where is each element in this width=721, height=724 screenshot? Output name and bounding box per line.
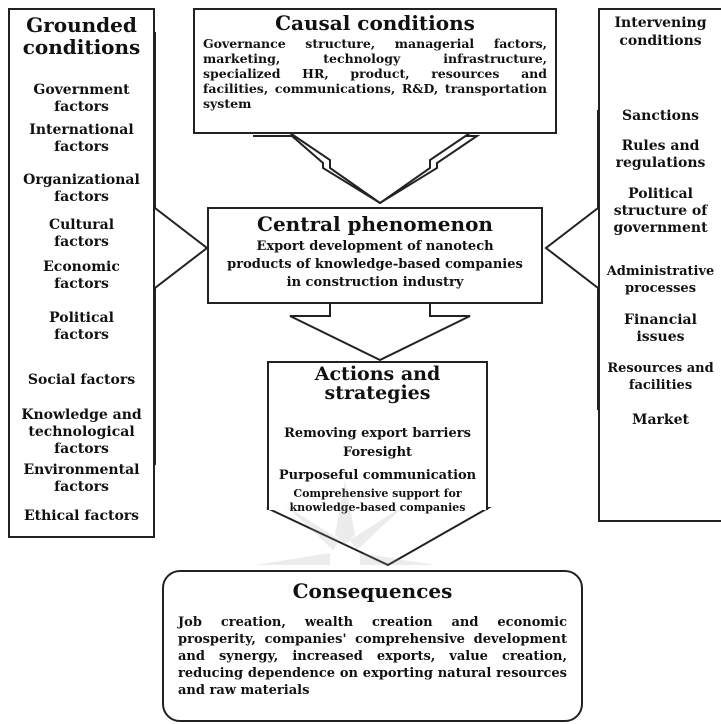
intervening-item: Rules and regulations	[615, 138, 706, 171]
causal-text: Governance structure, managerial factors…	[203, 36, 547, 111]
actions-item: Purposeful communication	[278, 468, 477, 483]
grounded-item: Political factors	[49, 310, 114, 343]
actions-strategies-box: Actions and strategies Removing export b…	[267, 361, 488, 514]
grounded-item: Environmental factors	[23, 462, 140, 495]
central-title: Central phenomenon	[257, 212, 493, 236]
intervening-item: Sanctions	[621, 108, 700, 124]
grounded-conditions-panel: Grounded conditions Government factors I…	[8, 8, 155, 538]
causal-title: Causal conditions	[275, 11, 475, 35]
consequences-text: Job creation, wealth creation and econom…	[178, 615, 567, 698]
central-text: Export development of nanotech products …	[227, 239, 523, 290]
intervening-item: Financial issues	[624, 312, 697, 345]
intervening-item: Market	[631, 412, 690, 428]
actions-item: Foresight	[342, 445, 413, 460]
causal-conditions-box: Causal conditions Governance structure, …	[193, 8, 557, 134]
grounded-item: Cultural factors	[48, 217, 115, 250]
central-phenomenon-box: Central phenomenon Export development of…	[207, 207, 543, 304]
grounded-item: Economic factors	[43, 259, 120, 292]
grounded-item: Organizational factors	[23, 172, 140, 205]
actions-item: Comprehensive support for knowledge-base…	[289, 487, 466, 514]
down-arrow-central	[289, 302, 471, 362]
right-bracket-arrow	[544, 110, 599, 410]
actions-title: Actions and strategies	[314, 363, 441, 404]
actions-item: Removing export barriers	[284, 426, 471, 441]
grounded-item: Knowledge and technological factors	[21, 407, 142, 457]
consequences-title: Consequences	[292, 579, 453, 603]
consequences-box: Consequences Job creation, wealth creati…	[162, 570, 583, 722]
watermark-logo	[255, 480, 435, 565]
grounded-item: Ethical factors	[23, 508, 140, 524]
grounded-item: Social factors	[27, 372, 136, 388]
grounded-item: International factors	[29, 122, 134, 155]
intervening-item: Political structure of government	[613, 186, 708, 236]
intervening-item: Resources and facilities	[607, 361, 714, 393]
intervening-conditions-panel: Intervening conditions Sanctions Rules a…	[598, 8, 721, 522]
grounded-item: Government factors	[33, 82, 130, 115]
intervening-title: Intervening conditions	[614, 15, 707, 49]
grounded-title: Grounded conditions	[22, 13, 141, 59]
intervening-item: Administrative processes	[606, 264, 715, 296]
